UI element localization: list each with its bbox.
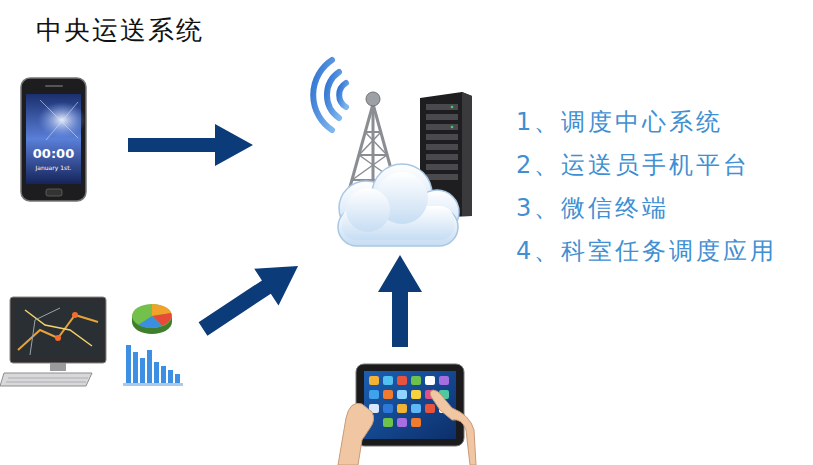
pie-chart-icon <box>138 316 162 328</box>
bar-chart-icon <box>161 366 166 383</box>
computer-icon <box>10 297 106 363</box>
tablet-icon <box>411 376 421 385</box>
server-icon <box>426 144 458 150</box>
tablet-icon <box>411 390 421 399</box>
feature-item: 3、微信终端 <box>516 192 669 224</box>
antenna-tower <box>366 92 380 106</box>
bar-chart-icon <box>140 358 145 383</box>
computer-icon <box>18 315 98 350</box>
antenna-tower <box>365 132 387 155</box>
phone-icon <box>45 85 63 87</box>
illustration <box>191 248 310 348</box>
tablet-icon <box>425 376 435 385</box>
flow-arrow <box>191 248 310 348</box>
phone-icon <box>46 189 62 196</box>
bar-chart-icon <box>175 374 180 383</box>
tablet-icon <box>338 403 374 465</box>
tablet-icon <box>430 390 476 465</box>
server-icon <box>462 92 472 216</box>
feature-item: 2、运送员手机平台 <box>516 149 750 181</box>
computer-icon <box>0 373 92 386</box>
tablet-icon <box>397 390 407 399</box>
computer-icon <box>15 302 101 357</box>
computer-icon <box>8 378 88 379</box>
phone-screen-time: 00:00 <box>33 146 74 161</box>
wireless-waves <box>327 72 339 118</box>
server-icon <box>426 104 458 110</box>
tablet-icon <box>411 404 421 413</box>
feature-item: 1、调度中心系统 <box>516 106 723 138</box>
bar-chart-icon <box>168 370 173 383</box>
cloud-icon <box>338 164 459 246</box>
pie-chart-icon <box>132 304 172 328</box>
antenna-tower <box>359 154 387 156</box>
cloud-icon <box>346 188 390 232</box>
bar-chart-icon <box>126 345 131 383</box>
tablet-icon <box>425 404 435 413</box>
antenna-tower <box>365 131 381 133</box>
computer-icon <box>6 382 86 383</box>
tablet-icon <box>383 390 393 399</box>
computer-icon <box>55 335 61 341</box>
server-icon <box>426 124 458 130</box>
server-icon <box>426 114 458 120</box>
feature-item: 4、科室任务调度应用 <box>516 235 777 267</box>
cloud-icon <box>342 172 454 240</box>
computer-icon <box>30 308 60 355</box>
tablet-icon <box>383 418 393 427</box>
tablet-icon <box>411 418 421 427</box>
computer-icon <box>50 363 66 371</box>
tablet-icon <box>439 376 449 385</box>
server-icon <box>426 154 458 160</box>
computer-icon <box>25 310 92 346</box>
phone-icon <box>21 78 86 201</box>
phone-screen-date: January 1st. <box>36 164 72 171</box>
bar-chart-icon <box>123 345 183 386</box>
tablet-icon <box>369 390 379 399</box>
tablet-icon <box>397 404 407 413</box>
phone-icon <box>38 102 86 138</box>
pie-chart-icon <box>132 304 172 334</box>
tablet-icon <box>397 376 407 385</box>
tablet-icon <box>369 376 379 385</box>
bar-chart-icon <box>133 352 138 383</box>
flow-arrow <box>128 124 253 166</box>
flow-arrow <box>378 255 422 347</box>
diagram-title: 中央运送系统 <box>36 13 204 48</box>
wireless-waves <box>339 83 346 107</box>
phone-icon <box>21 78 86 201</box>
bar-chart-icon <box>123 383 183 386</box>
server-icon <box>426 134 458 140</box>
phone-icon <box>46 102 78 140</box>
tablet-icon <box>383 376 393 385</box>
antenna-tower <box>359 132 381 155</box>
server-icon <box>451 106 454 109</box>
tablet-icon <box>397 418 407 427</box>
wireless-waves <box>313 60 346 130</box>
tablet-icon <box>383 404 393 413</box>
bar-chart-icon <box>154 362 159 383</box>
server-icon <box>426 164 458 170</box>
phone-icon <box>40 100 78 138</box>
computer-icon <box>0 297 106 386</box>
tablet-icon <box>338 364 476 465</box>
bar-chart-icon <box>147 350 152 383</box>
server-icon <box>451 126 454 129</box>
server-icon <box>426 174 458 180</box>
wireless-waves <box>313 60 332 130</box>
computer-icon <box>72 312 78 318</box>
